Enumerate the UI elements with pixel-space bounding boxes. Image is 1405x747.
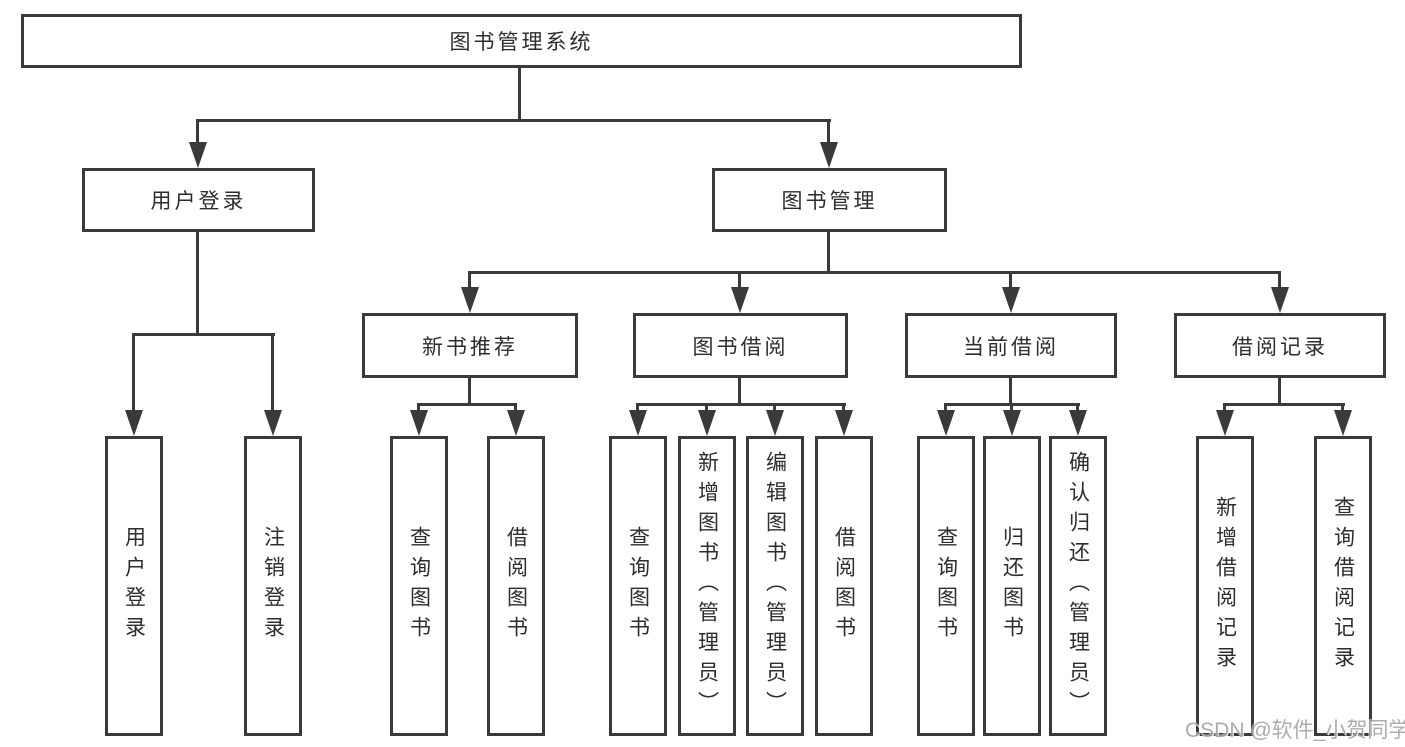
connector-line	[773, 403, 776, 412]
node-label: 新增图书（管理员）	[695, 451, 719, 721]
leaf-logout: 注销登录	[244, 436, 302, 736]
connector-line	[271, 333, 274, 412]
node-label: 借阅图书	[504, 526, 528, 646]
connector-line	[196, 232, 199, 336]
leaf-borrow-books-borrowing: 借阅图书	[815, 436, 873, 736]
connector-line	[1278, 378, 1281, 406]
connector-line	[1223, 403, 1226, 412]
leaf-query-borrow-record: 查询借阅记录	[1314, 436, 1372, 736]
connector-line	[417, 403, 517, 406]
connector-line	[1223, 403, 1345, 406]
connector-line	[1010, 403, 1013, 412]
node-user-login: 用户登录	[82, 168, 315, 232]
connector-line	[827, 119, 830, 144]
connector-line	[132, 333, 135, 412]
arrow-down-icon	[835, 410, 853, 436]
arrow-down-icon	[820, 142, 838, 168]
leaf-add-book-admin: 新增图书（管理员）	[678, 436, 736, 736]
leaf-confirm-return-admin: 确认归还（管理员）	[1049, 436, 1107, 736]
connector-line	[468, 378, 471, 406]
node-label: 查询图书	[626, 526, 650, 646]
node-label: 借阅记录	[1232, 335, 1328, 359]
connector-line	[196, 119, 199, 144]
node-book-borrowing: 图书借阅	[633, 313, 848, 378]
arrow-down-icon	[1003, 410, 1021, 436]
connector-line	[1076, 403, 1079, 412]
arrow-down-icon	[507, 410, 525, 436]
arrow-down-icon	[766, 410, 784, 436]
leaf-add-borrow-record: 新增借阅记录	[1196, 436, 1254, 736]
connector-line	[132, 333, 275, 336]
node-library-management-system: 图书管理系统	[21, 14, 1022, 68]
node-label: 用户登录	[150, 190, 247, 213]
node-label: 查询借阅记录	[1331, 496, 1355, 676]
leaf-edit-book-admin: 编辑图书（管理员）	[746, 436, 804, 736]
connector-line	[468, 271, 471, 289]
arrow-down-icon	[1334, 410, 1352, 436]
arrow-down-icon	[698, 410, 716, 436]
connector-line	[514, 403, 517, 412]
connector-line	[1341, 403, 1344, 412]
connector-line	[636, 403, 639, 412]
node-current-borrowing: 当前借阅	[905, 313, 1117, 378]
leaf-return-book: 归还图书	[983, 436, 1041, 736]
leaf-query-books-current: 查询图书	[917, 436, 975, 736]
arrow-down-icon	[1002, 287, 1020, 313]
leaf-user-login: 用户登录	[105, 436, 163, 736]
node-new-book-recommendation: 新书推荐	[362, 313, 578, 378]
connector-line	[636, 403, 846, 406]
arrow-down-icon	[629, 410, 647, 436]
arrow-down-icon	[410, 410, 428, 436]
arrow-down-icon	[461, 287, 479, 313]
node-label: 当前借阅	[963, 335, 1059, 359]
connector-line	[1278, 271, 1281, 289]
node-book-management: 图书管理	[712, 168, 947, 232]
arrow-down-icon	[1069, 410, 1087, 436]
arrow-down-icon	[125, 410, 143, 436]
leaf-borrow-books-recommend: 借阅图书	[487, 436, 545, 736]
node-label: 用户登录	[122, 526, 146, 646]
node-label: 新书推荐	[422, 335, 518, 359]
connector-line	[1009, 271, 1012, 289]
connector-line	[842, 403, 845, 412]
node-label: 编辑图书（管理员）	[763, 451, 787, 721]
arrow-down-icon	[1216, 410, 1234, 436]
leaf-query-books-borrowing: 查询图书	[609, 436, 667, 736]
connector-line	[738, 271, 741, 289]
node-label: 图书管理	[781, 190, 878, 213]
node-label: 确认归还（管理员）	[1066, 451, 1090, 721]
node-label: 归还图书	[1000, 526, 1024, 646]
arrow-down-icon	[731, 287, 749, 313]
connector-line	[944, 403, 947, 412]
connector-line	[196, 119, 831, 122]
connector-line	[827, 232, 830, 274]
connector-line	[705, 403, 708, 412]
arrow-down-icon	[264, 410, 282, 436]
connector-line	[738, 378, 741, 406]
connector-line	[1009, 378, 1012, 406]
node-label: 图书管理系统	[449, 31, 594, 54]
connector-line	[468, 271, 1281, 274]
node-label: 新增借阅记录	[1213, 496, 1237, 676]
node-label: 借阅图书	[832, 526, 856, 646]
node-borrowing-records: 借阅记录	[1174, 313, 1386, 378]
arrow-down-icon	[189, 142, 207, 168]
csdn-watermark: CSDN @软件_小贺同学	[1185, 719, 1405, 742]
node-label: 查询图书	[407, 526, 431, 646]
arrow-down-icon	[937, 410, 955, 436]
node-label: 图书借阅	[692, 335, 789, 359]
connector-line	[417, 403, 420, 412]
connector-line	[518, 68, 521, 121]
arrow-down-icon	[1271, 287, 1289, 313]
node-label: 查询图书	[934, 526, 958, 646]
node-label: 注销登录	[261, 526, 285, 646]
leaf-query-books-recommend: 查询图书	[390, 436, 448, 736]
